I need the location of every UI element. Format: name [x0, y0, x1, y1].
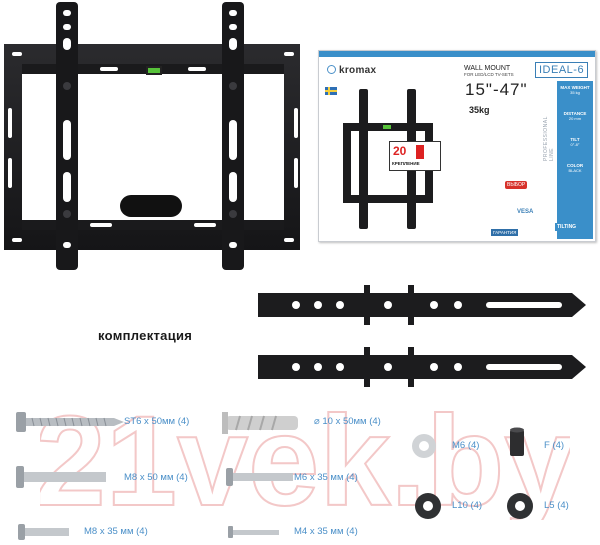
m6-bolt-icon — [226, 468, 293, 486]
m4-screw-icon — [228, 526, 279, 538]
watermark-text: 21vek.by — [40, 400, 570, 520]
sticker-arrow-icon — [416, 145, 424, 159]
part-label-l5: L5 (4) — [544, 500, 569, 511]
wall-mount-bracket — [0, 0, 306, 272]
product-box: kromax WALL MOUNT FOR LED/LCD TV-SETS ID… — [318, 50, 596, 242]
hardware-parts: ST6 x 50мм (4) ⌀ 10 x 50мм (4) M6 (4) F … — [0, 400, 600, 545]
brand-name: kromax — [339, 65, 377, 76]
box-sticker: 20 КРЕПЛЕНИЕ — [389, 141, 441, 171]
sticker-number: 20 — [393, 144, 407, 158]
box-tilting: TILTING — [555, 223, 579, 231]
box-choice-badge: ВЫБОР — [505, 181, 528, 189]
part-label-m6x35: M6 x 35 мм (4) — [294, 472, 358, 483]
box-bracket-photo — [337, 85, 437, 235]
wall-plug-icon — [222, 412, 298, 434]
sweden-flag-icon — [325, 87, 337, 95]
part-label-m8x35: M8 x 35 мм (4) — [84, 526, 148, 537]
watermark-logo: 21vek.by — [40, 400, 570, 520]
box-guarantee: ГАРАНТИЯ — [491, 229, 519, 236]
part-label-f: F (4) — [544, 440, 565, 451]
box-mount-title: WALL MOUNT — [464, 65, 511, 72]
box-vesa: VESA — [517, 209, 534, 215]
wood-screw-icon — [16, 412, 124, 432]
kit-title: комплектация — [98, 328, 193, 343]
box-weight: 35kg — [469, 105, 490, 115]
part-label-m8x50: M8 x 50 мм (4) — [124, 472, 188, 483]
spacer-icon — [510, 427, 524, 456]
part-label-st6: ST6 x 50мм (4) — [124, 416, 190, 427]
m6-washer-icon — [412, 434, 436, 458]
part-label-l10: L10 (4) — [452, 500, 483, 511]
box-top-stripe — [319, 51, 595, 57]
box-mount-subtitle: FOR LED/LCD TV-SETS — [464, 72, 514, 77]
box-size-range: 15"-47" — [465, 80, 528, 99]
part-label-m6: M6 (4) — [452, 440, 480, 451]
sticker-text: КРЕПЛЕНИЕ — [392, 161, 420, 166]
brand-logo-icon — [327, 65, 336, 74]
box-model: IDEAL-6 — [535, 62, 589, 78]
adapter-arms — [252, 283, 597, 393]
m8-bolt-short-icon — [18, 524, 69, 540]
box-side-text: PROFESSIONAL LINE — [543, 116, 555, 161]
l10-washer-icon — [415, 493, 441, 519]
part-label-plug: ⌀ 10 x 50мм (4) — [314, 416, 381, 427]
part-label-m4x35: M4 x 35 мм (4) — [294, 526, 358, 537]
l5-washer-icon — [507, 493, 533, 519]
m8-bolt-long-icon — [16, 466, 106, 488]
brand-logo: kromax — [327, 65, 376, 76]
